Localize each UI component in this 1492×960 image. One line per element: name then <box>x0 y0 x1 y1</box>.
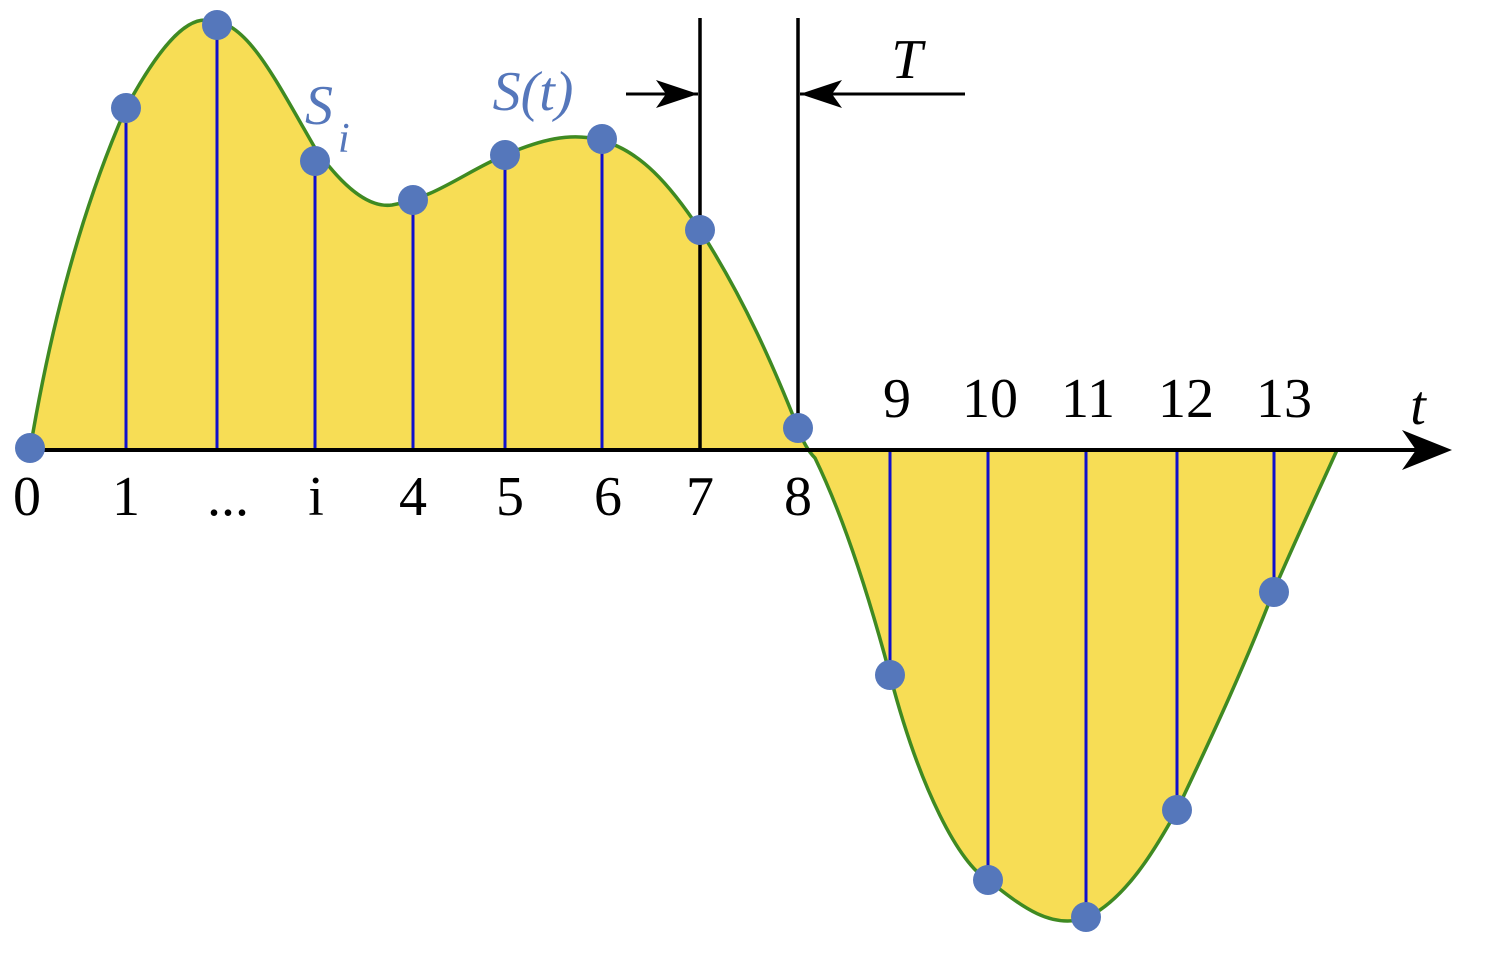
sample-point-5 <box>490 140 520 170</box>
sample-point-13 <box>1259 577 1289 607</box>
sample-point-6 <box>587 124 617 154</box>
sample-point-12 <box>1162 795 1192 825</box>
time-axis-arrowhead <box>1402 430 1452 470</box>
sample-point-8 <box>783 413 813 443</box>
axis-variable-label: t <box>1410 375 1427 437</box>
sample-point-1 <box>111 93 141 123</box>
sample-point-10 <box>973 865 1003 895</box>
sample-point-7 <box>685 215 715 245</box>
period-right-arrowhead <box>800 80 842 108</box>
tick-labels-below: 0 1 ... i 4 5 6 7 8 <box>13 466 812 528</box>
tick-label-8: 8 <box>784 466 812 528</box>
sample-points <box>15 10 1289 932</box>
sample-point-3 <box>300 146 330 176</box>
signal-area <box>30 19 1337 922</box>
tick-label-4: 4 <box>399 466 427 528</box>
tick-label-6: 6 <box>594 466 622 528</box>
sample-stems <box>124 25 1276 917</box>
tick-labels-above: 9 10 11 12 13 <box>883 368 1312 430</box>
tick-label-5: 5 <box>496 466 524 528</box>
signal-label: S(t) <box>493 61 574 123</box>
tick-label-13: 13 <box>1256 368 1312 430</box>
tick-label-12: 12 <box>1158 368 1214 430</box>
sample-label-subscript: i <box>338 116 350 162</box>
sample-point-11 <box>1071 902 1101 932</box>
sample-point-2 <box>202 10 232 40</box>
sample-point-9 <box>875 660 905 690</box>
period-label: T <box>891 29 926 91</box>
sample-point-0 <box>15 433 45 463</box>
tick-label-9: 9 <box>883 368 911 430</box>
tick-label-1: 1 <box>112 466 140 528</box>
tick-label-0: 0 <box>13 466 41 528</box>
tick-label-7: 7 <box>686 466 714 528</box>
sample-label: S <box>305 75 333 137</box>
period-left-arrowhead <box>656 80 698 108</box>
sample-point-4 <box>398 185 428 215</box>
tick-label-i: i <box>308 466 324 528</box>
tick-label-ellipsis: ... <box>207 466 249 528</box>
tick-label-11: 11 <box>1061 368 1115 430</box>
tick-label-10: 10 <box>962 368 1018 430</box>
